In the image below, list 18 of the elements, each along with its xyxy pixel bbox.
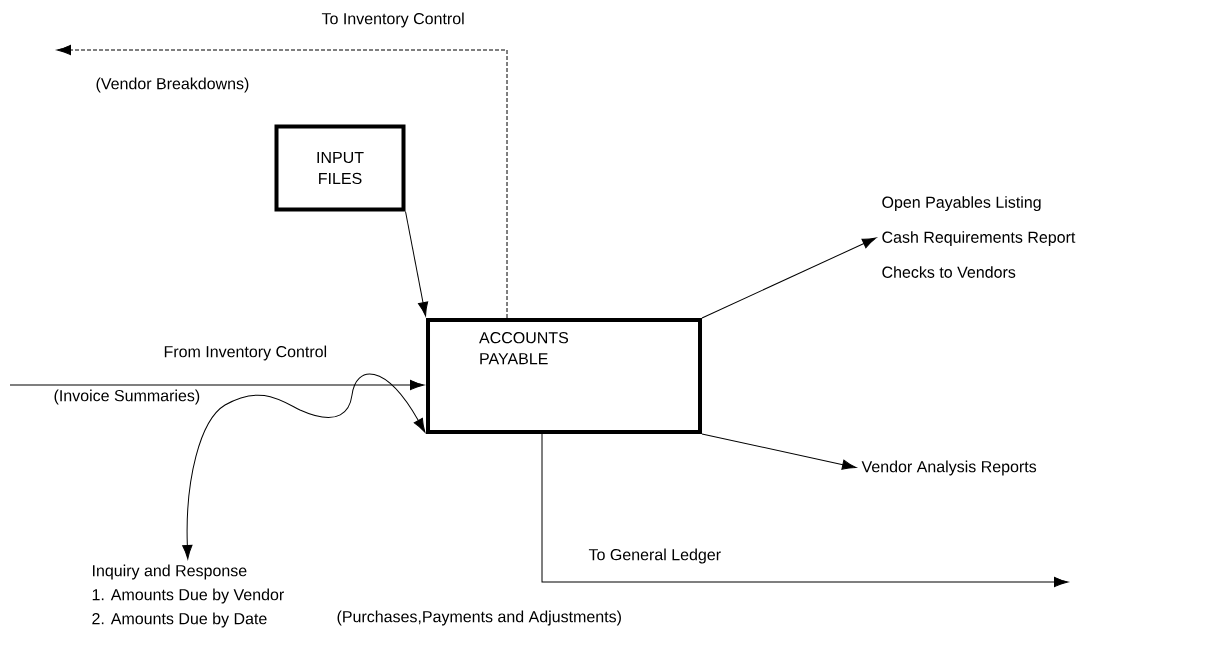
dashed-arrow bbox=[56, 44, 508, 319]
note-label: (Invoice Summaries) bbox=[54, 389, 200, 405]
output-list: Open Payables Listing Cash Requirements Report Checks to Vendors bbox=[882, 196, 1076, 278]
output-label: Vendor Analysis Reports bbox=[861, 460, 1037, 476]
arrow bbox=[701, 237, 877, 319]
inquiry-note: Inquiry and Response 1. Amounts Due by Vendor 2. Amounts Due by Date bbox=[92, 564, 284, 628]
arrow bbox=[9, 379, 425, 391]
edge-label: To Inventory Control bbox=[321, 12, 464, 28]
process-box: ACCOUNTS PAYABLE bbox=[426, 318, 702, 434]
arrow bbox=[405, 211, 429, 317]
arrow bbox=[541, 433, 1069, 588]
wavy-arrow bbox=[182, 373, 426, 560]
note-label: (Vendor Breakdowns) bbox=[96, 77, 249, 93]
edge-label: To General Ledger bbox=[588, 548, 721, 564]
process-box: INPUT FILES bbox=[274, 124, 406, 212]
note-label: (Purchases,Payments and Adjustments) bbox=[337, 610, 621, 626]
edge-label: From Inventory Control bbox=[164, 345, 327, 361]
arrow bbox=[701, 433, 857, 470]
